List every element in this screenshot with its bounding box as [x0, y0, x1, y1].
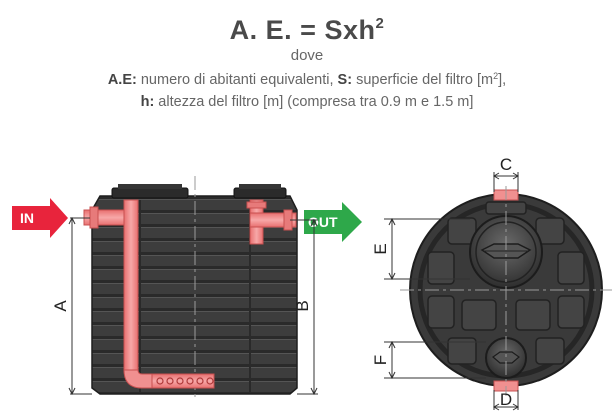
s-text: superficie del filtro [m	[352, 72, 494, 88]
dimension-e	[384, 217, 470, 281]
out-arrow: OUT	[304, 202, 362, 242]
dimension-d	[493, 390, 519, 411]
formula-main: A. E. = Sxh	[229, 15, 376, 45]
tank-top-panels	[427, 201, 585, 365]
dimension-a-label: A	[51, 300, 70, 312]
ae-text: numero di abitanti equivalenti,	[136, 72, 338, 88]
outlet-pipe-cap	[246, 201, 267, 209]
header: A. E. = Sxh2 dove A.E: numero di abitant…	[0, 0, 614, 113]
ae-key: A.E:	[107, 72, 137, 88]
dimension-b-label: B	[293, 300, 312, 311]
formula: A. E. = Sxh2	[0, 8, 614, 46]
in-arrow-label: IN	[20, 210, 34, 226]
dimension-f-label: F	[371, 355, 390, 365]
out-arrow-label: OUT	[308, 214, 338, 230]
s-exponent: 2	[493, 71, 499, 81]
tank-lid-right-top	[239, 184, 281, 189]
side-view: IN OUT A B	[12, 176, 362, 400]
s-key: S:	[337, 72, 353, 88]
dimension-b	[290, 218, 318, 396]
dove-text: dove	[290, 47, 324, 64]
h-text: altezza del filtro [m] (compresa tra 0.9…	[154, 94, 474, 110]
dimension-f	[384, 340, 486, 380]
dimension-a	[68, 216, 92, 396]
tank-top-small-lid-handle	[492, 351, 520, 364]
h-key: h:	[140, 94, 155, 110]
definition-line-2: h: altezza del filtro [m] (compresa tra …	[0, 91, 614, 113]
dimension-c	[493, 172, 519, 192]
top-view: C D E F	[371, 155, 612, 411]
in-arrow: IN	[12, 198, 68, 238]
tank-lid-left	[111, 187, 189, 199]
inlet-pipe-flange	[89, 206, 99, 229]
tank-lid-left-top	[118, 184, 182, 189]
s-tail: ],	[498, 72, 507, 88]
dimension-d-label: D	[500, 390, 512, 409]
inlet-pipe-vertical	[123, 199, 139, 373]
perforation-holes	[156, 377, 214, 385]
tank-lid-right	[233, 187, 287, 199]
formula-exponent: 2	[375, 15, 385, 32]
definition-line-1: A.E: numero di abitanti equivalenti, S: …	[0, 65, 614, 91]
dimension-c-label: C	[500, 155, 512, 174]
dimension-e-label: E	[371, 243, 390, 254]
